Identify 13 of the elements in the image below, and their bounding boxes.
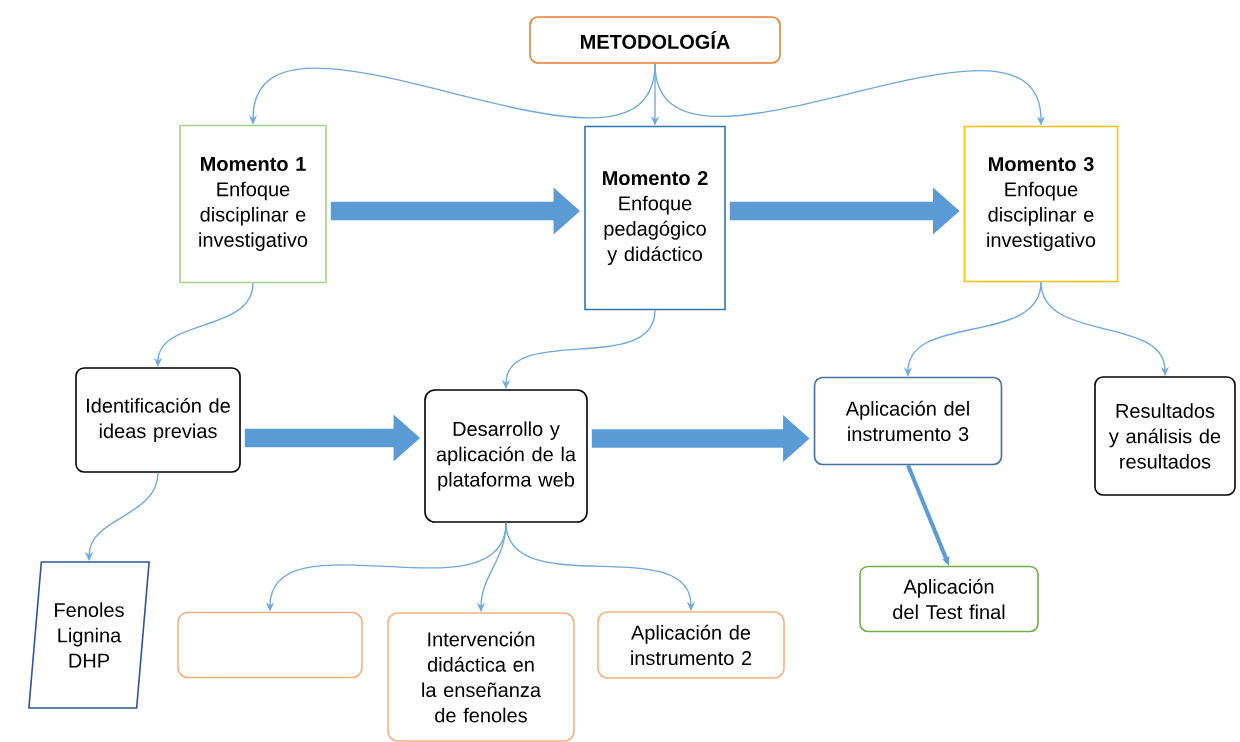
process-box: Identificación de ideas previas: [75, 367, 241, 473]
process-box: Aplicación del instrumento 3: [813, 376, 1003, 466]
stage-box: Momento 2 Enfoque pedagógico y didáctico: [584, 125, 726, 311]
data-parallelogram: Fenoles Lignina DHP: [28, 561, 150, 709]
result-box: Aplicación del Test final: [859, 565, 1039, 633]
stage-box: Momento 1 Enfoque disciplinar e investigativo: [179, 124, 327, 284]
stage-box: Momento 3 Enfoque disciplinar e investigativo: [963, 125, 1119, 283]
title-box: METODOLOGÍA: [529, 16, 781, 64]
process-box: Intervención didáctica en la enseñanza de fenoles: [387, 612, 575, 742]
process-box: Resultados y análisis de resultados: [1094, 376, 1236, 496]
process-box: Aplicación de instrumento 2: [597, 611, 785, 679]
process-box: [177, 611, 363, 679]
process-box: Desarrollo y aplicación de la plataforma web: [424, 389, 588, 523]
